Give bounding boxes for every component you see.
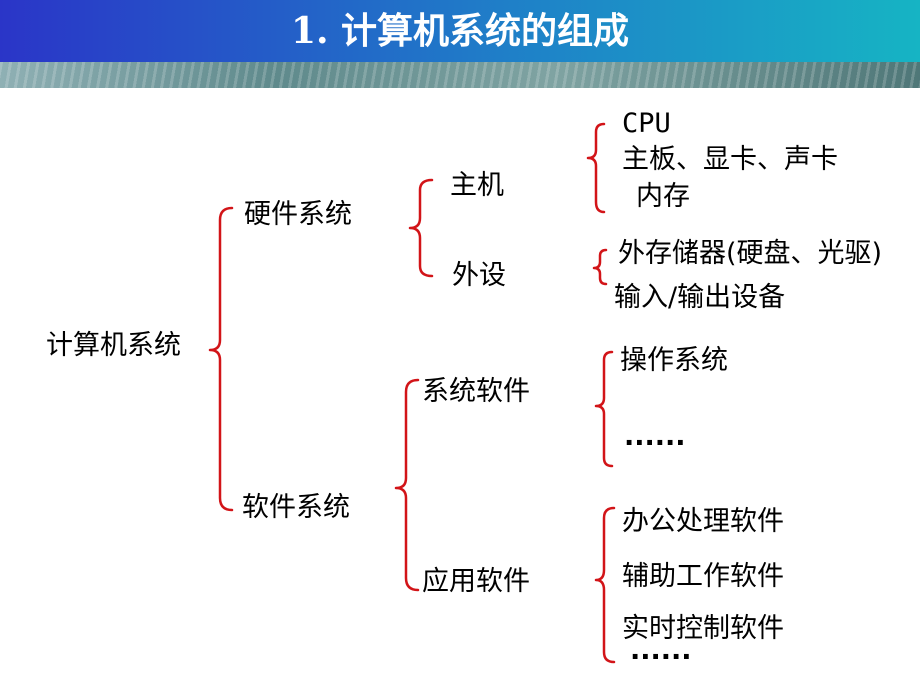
bracket-peripheral <box>592 248 608 286</box>
bracket-application <box>594 506 616 664</box>
node-host: 主机 <box>450 170 504 201</box>
node-motherboard-cards: 主板、显卡、声卡 <box>622 144 838 175</box>
node-memory: 内存 <box>636 181 690 212</box>
banner-texture-strip <box>0 62 920 88</box>
bracket-system-software <box>594 350 614 468</box>
node-software-system: 软件系统 <box>242 492 350 523</box>
title-banner <box>0 0 920 62</box>
node-system-ellipsis: ······ <box>624 428 686 459</box>
bracket-root <box>208 206 234 512</box>
node-system-software: 系统软件 <box>422 376 530 407</box>
bracket-hardware <box>408 178 434 278</box>
node-application-ellipsis: ······ <box>630 642 692 673</box>
node-office-software: 办公处理软件 <box>622 506 784 537</box>
node-application-software: 应用软件 <box>422 566 530 597</box>
node-computer-system: 计算机系统 <box>46 330 181 361</box>
node-io-devices: 输入/输出设备 <box>614 282 786 313</box>
node-operating-system: 操作系统 <box>620 345 728 376</box>
node-assist-software: 辅助工作软件 <box>622 561 784 592</box>
node-peripheral: 外设 <box>452 260 506 291</box>
node-external-storage: 外存储器(硬盘、光驱) <box>618 238 883 269</box>
bracket-host <box>586 122 606 214</box>
slide-title: 1. 计算机系统的组成 <box>290 10 630 52</box>
node-realtime-software: 实时控制软件 <box>622 613 784 644</box>
bracket-software <box>394 378 420 592</box>
node-cpu: CPU <box>622 108 671 139</box>
node-hardware-system: 硬件系统 <box>244 199 352 230</box>
